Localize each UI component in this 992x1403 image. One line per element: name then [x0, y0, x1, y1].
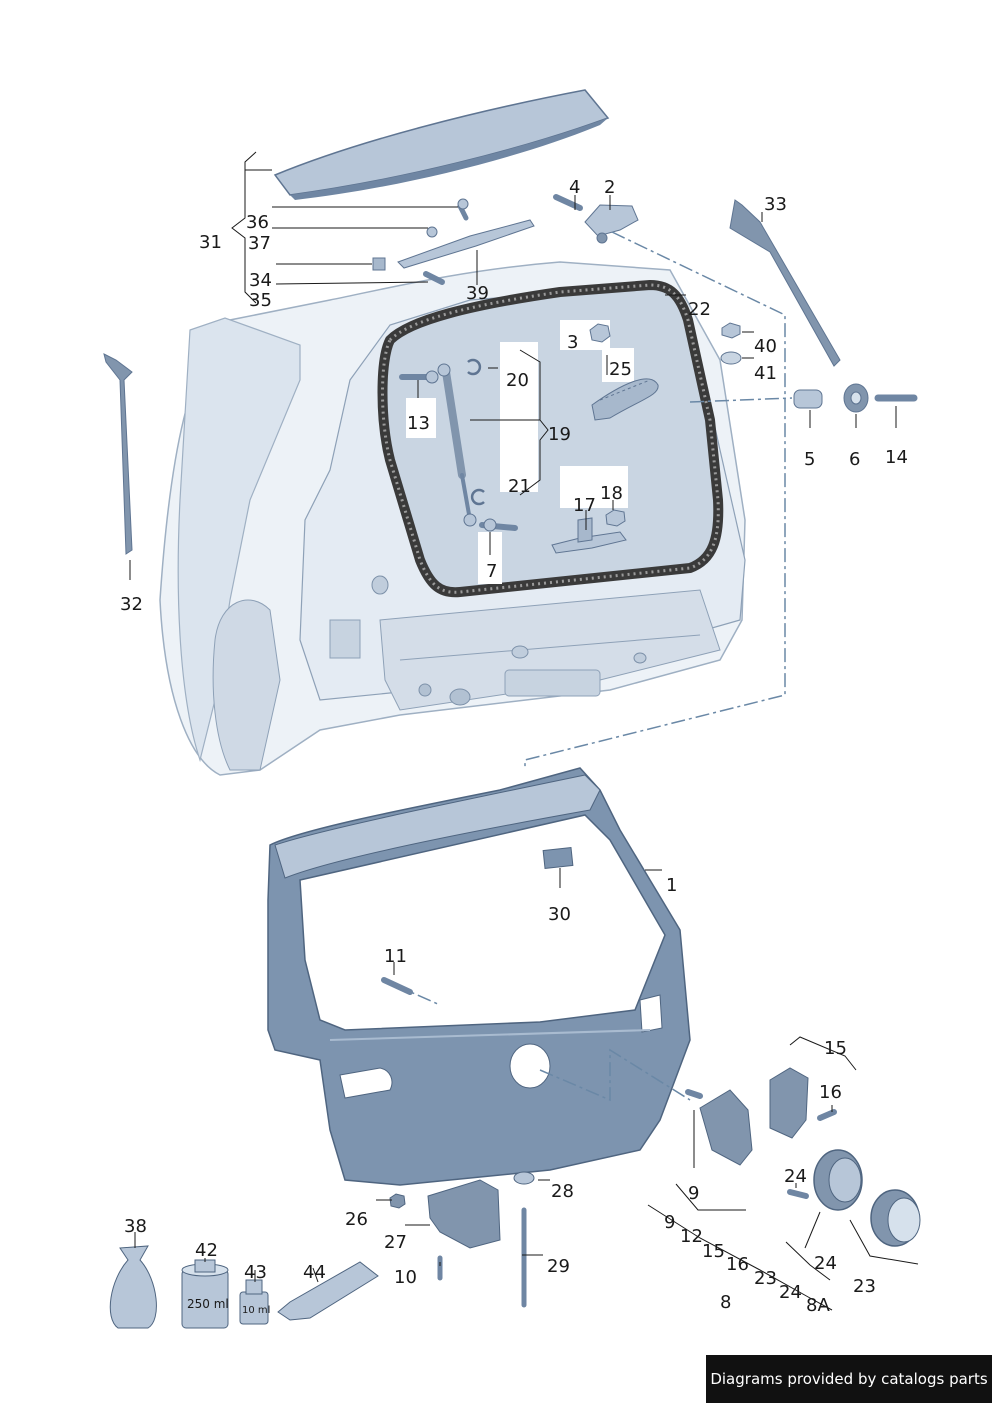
label-9-lower: 9	[664, 1212, 675, 1233]
label-24-lower: 24	[779, 1282, 802, 1303]
label-1: 1	[666, 875, 677, 896]
label-21: 21	[508, 476, 531, 497]
label-35: 35	[249, 290, 272, 311]
label-23-upper: 23	[853, 1276, 876, 1297]
label-8: 8	[720, 1292, 731, 1313]
label-24-mid: 24	[814, 1253, 837, 1274]
label-16-upper: 16	[819, 1082, 842, 1103]
tailgate-lock-parts	[381, 977, 921, 1308]
label-34: 34	[249, 270, 272, 291]
label-18: 18	[600, 483, 623, 504]
leader-lines	[129, 151, 919, 1311]
label-30: 30	[548, 904, 571, 925]
label-37: 37	[248, 233, 271, 254]
label-20: 20	[506, 370, 529, 391]
label-5: 5	[804, 449, 815, 470]
label-44: 44	[303, 1262, 326, 1283]
label-15-lower: 15	[702, 1241, 725, 1262]
label-15-upper: 15	[824, 1038, 847, 1059]
label-32: 32	[120, 594, 143, 615]
label-12: 12	[680, 1226, 703, 1247]
consumables: 250 ml 10 ml	[109, 1245, 379, 1329]
label-43: 43	[244, 1262, 267, 1283]
label-19: 19	[548, 424, 571, 445]
label-6: 6	[849, 449, 860, 470]
label-27: 27	[384, 1232, 407, 1253]
label-10: 10	[394, 1267, 417, 1288]
label-3: 3	[567, 332, 578, 353]
tailgate-panel	[267, 767, 691, 1186]
bottle-250-label: 250 ml	[187, 1297, 229, 1311]
catalog-credit-banner: Diagrams provided by catalogs parts	[706, 1355, 992, 1403]
label-42: 42	[195, 1240, 218, 1261]
label-17: 17	[573, 495, 596, 516]
label-22: 22	[688, 299, 711, 320]
label-16-lower: 16	[726, 1254, 749, 1275]
label-4: 4	[569, 177, 580, 198]
hardware-parts	[372, 194, 918, 554]
label-24-upper: 24	[784, 1166, 807, 1187]
label-39: 39	[466, 283, 489, 304]
vehicle-rear-body	[159, 261, 746, 776]
label-26: 26	[345, 1209, 368, 1230]
label-25: 25	[609, 359, 632, 380]
label-38: 38	[124, 1216, 147, 1237]
label-2: 2	[604, 177, 615, 198]
side-trim-left	[103, 353, 133, 555]
label-8A: 8A	[806, 1295, 830, 1316]
label-7: 7	[486, 561, 497, 582]
label-13: 13	[407, 413, 430, 434]
label-33: 33	[764, 194, 787, 215]
label-41: 41	[754, 363, 777, 384]
callout-labels: 1 2 3 4 5 6 7 8 8A 9 9 10 11 12 13 14 15…	[120, 177, 908, 1316]
label-14: 14	[885, 447, 908, 468]
side-trim-right	[729, 199, 841, 367]
spoiler	[273, 89, 610, 200]
label-11: 11	[384, 946, 407, 967]
assembly-lines	[524, 231, 793, 770]
label-28: 28	[551, 1181, 574, 1202]
label-40: 40	[754, 336, 777, 357]
gas-strut	[437, 363, 477, 527]
label-36: 36	[246, 212, 269, 233]
bottle-10-label: 10 ml	[242, 1305, 270, 1316]
label-29: 29	[547, 1256, 570, 1277]
label-31: 31	[199, 232, 222, 253]
label-23-lower: 23	[754, 1268, 777, 1289]
label-9-upper: 9	[688, 1183, 699, 1204]
